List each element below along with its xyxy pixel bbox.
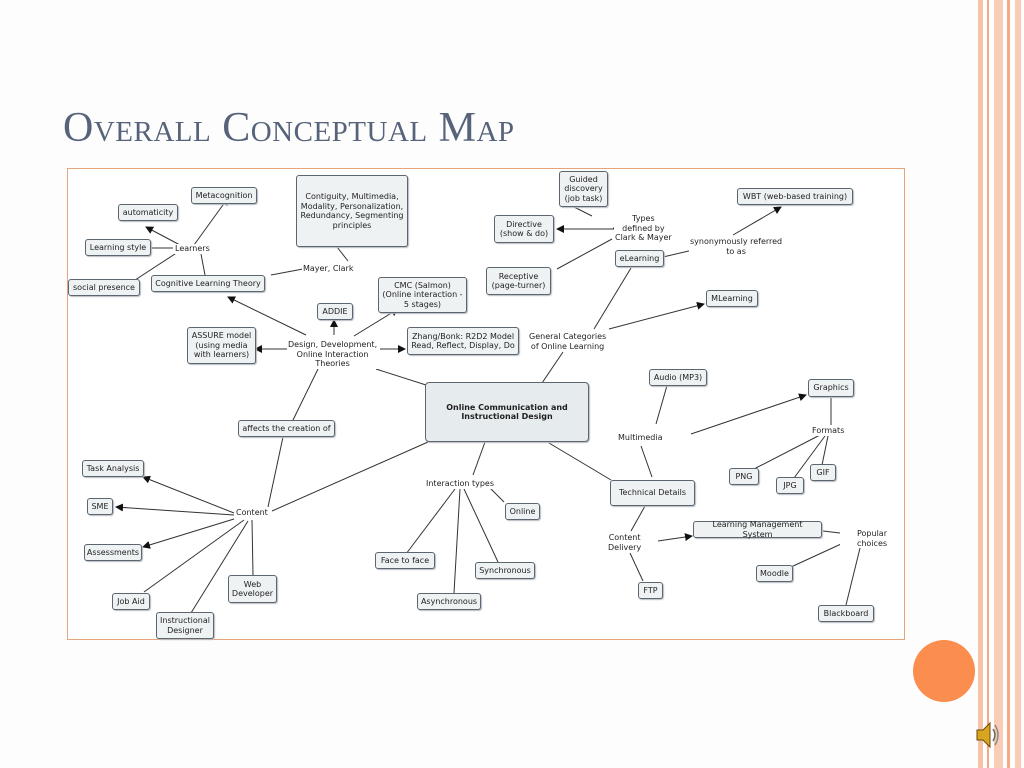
label-general-categories: General Categories of Online Learning [528, 332, 608, 351]
concept-map: Metacognition automaticity Learning styl… [67, 168, 905, 640]
speaker-icon[interactable] [975, 717, 1001, 757]
node-jpg[interactable]: JPG [776, 477, 804, 494]
label-interaction-types: Interaction types [425, 479, 495, 489]
node-audio-mp3[interactable]: Audio (MP3) [649, 369, 707, 386]
node-receptive[interactable]: Receptive (page-turner) [486, 267, 551, 295]
node-task-analysis[interactable]: Task Analysis [82, 460, 144, 477]
decorative-circle [913, 640, 975, 702]
node-ftp[interactable]: FTP [638, 582, 663, 599]
node-metacognition[interactable]: Metacognition [191, 187, 257, 204]
node-sme[interactable]: SME [87, 498, 113, 515]
node-gif[interactable]: GIF [810, 464, 836, 481]
node-social-presence[interactable]: social presence [68, 279, 140, 296]
node-addie[interactable]: ADDIE [317, 303, 353, 320]
node-wbt[interactable]: WBT (web-based training) [737, 188, 853, 205]
decorative-stripe [1015, 0, 1021, 768]
node-asynchronous[interactable]: Asynchronous [417, 593, 481, 610]
node-moodle[interactable]: Moodle [756, 565, 793, 582]
label-learners: Learners [174, 244, 211, 254]
node-technical-details[interactable]: Technical Details [610, 480, 695, 506]
label-formats: Formats [811, 426, 846, 436]
decorative-stripe [994, 0, 1003, 768]
node-online-communication[interactable]: Online Communication and Instructional D… [425, 382, 589, 442]
node-mlearning[interactable]: MLearning [706, 290, 758, 307]
decorative-stripe [987, 0, 989, 768]
slide-title: Overall Conceptual Map [63, 105, 515, 151]
label-design-development: Design, Development, Online Interaction … [287, 340, 379, 369]
node-png[interactable]: PNG [729, 468, 759, 485]
node-synchronous[interactable]: Synchronous [475, 562, 535, 579]
label-types-defined: Types defined by Clark & Mayer [614, 214, 673, 243]
node-learning-management-system[interactable]: Learning Management System [693, 520, 822, 539]
label-synonymously: synonymously referred to as [689, 237, 784, 256]
node-graphics[interactable]: Graphics [808, 379, 854, 397]
node-affects-creation[interactable]: affects the creation of [238, 420, 335, 437]
label-mayer-clark: Mayer, Clark [302, 264, 355, 274]
node-learning-style[interactable]: Learning style [85, 239, 151, 256]
label-popular-choices: Popular choices [840, 529, 904, 548]
node-cmc-salmon[interactable]: CMC (Salmon) (Online interaction - 5 sta… [378, 277, 467, 313]
node-automaticity[interactable]: automaticity [118, 204, 178, 221]
node-face-to-face[interactable]: Face to face [375, 552, 435, 569]
node-directive[interactable]: Directive (show & do) [494, 215, 554, 243]
label-content: Content [235, 508, 269, 518]
node-guided-discovery[interactable]: Guided discovery (job task) [559, 171, 608, 207]
label-content-delivery: Content Delivery [607, 533, 643, 552]
node-job-aid[interactable]: Job Aid [112, 593, 150, 610]
node-instructional-designer[interactable]: Instructional Designer [156, 612, 214, 639]
node-web-developer[interactable]: Web Developer [228, 575, 277, 603]
node-online[interactable]: Online [505, 503, 540, 520]
decorative-stripe [1007, 0, 1010, 768]
decorative-stripe [978, 0, 983, 768]
label-multimedia: Multimedia [617, 433, 664, 443]
node-zhang-bonk[interactable]: Zhang/Bonk: R2D2 Model Read, Reflect, Di… [407, 327, 519, 355]
node-assessments[interactable]: Assessments [84, 544, 142, 561]
node-blackboard[interactable]: Blackboard [818, 605, 874, 622]
concept-map-connectors [115, 197, 863, 614]
node-elearning[interactable]: eLearning [615, 250, 664, 267]
node-assure-model[interactable]: ASSURE model (using media with learners) [187, 327, 256, 364]
node-cognitive-learning-theory[interactable]: Cognitive Learning Theory [151, 275, 265, 292]
node-principles[interactable]: Contiguity, Multimedia, Modality, Person… [296, 175, 408, 247]
